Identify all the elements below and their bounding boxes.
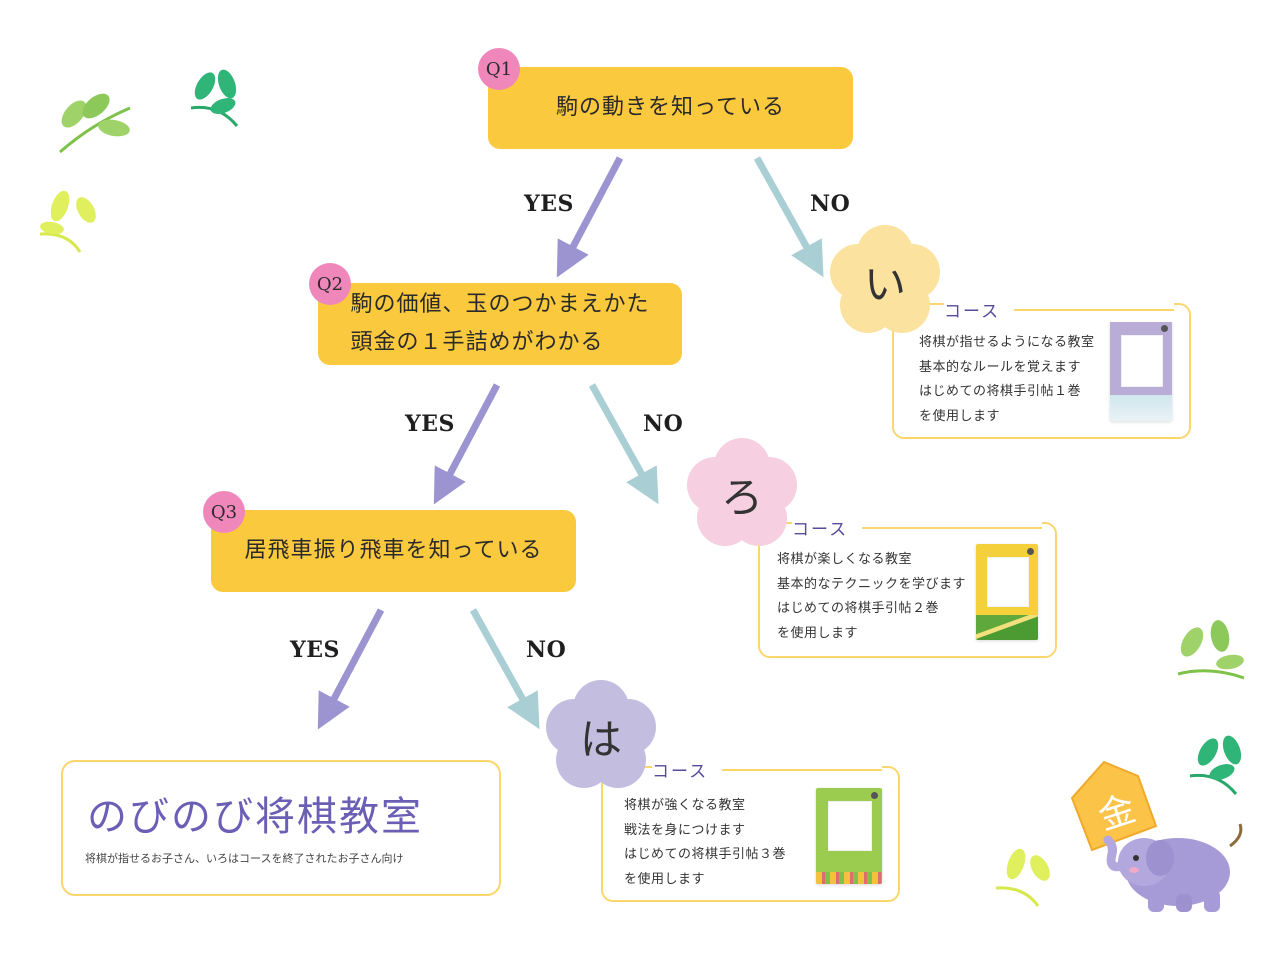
shogi-piece-icon: 金: [1064, 758, 1164, 858]
q3-no-arrow: [469, 608, 540, 730]
leaf-sprig-icon: [39, 190, 96, 253]
question-3-badge: Q3: [203, 491, 245, 533]
course-ha-title-line: [722, 768, 883, 771]
question-1-badge: Q1: [478, 48, 520, 90]
course-ha-flower: は: [541, 676, 661, 796]
course-i-card: 将棋が指せるようになる教室 基本的なルールを覚えます はじめての将棋手引帖１巻 …: [892, 303, 1191, 439]
course-i-line-3: はじめての将棋手引帖１巻: [919, 384, 1082, 399]
q1-yes-label: YES: [524, 191, 574, 217]
course-ro-line-2: 基本的なテクニックを学びます: [777, 576, 967, 592]
course-ro-line-4: を使用します: [777, 625, 859, 641]
q2-no-label: NO: [643, 411, 684, 437]
course-i-line-4: を使用します: [919, 408, 1001, 424]
course-ro-flower: ろ: [682, 434, 802, 554]
course-ro-title-line: [862, 526, 1043, 529]
course-ha-book: [816, 788, 882, 884]
course-i-title: コース: [944, 302, 1001, 322]
q3-yes-label: YES: [290, 637, 340, 663]
q1-no-label: NO: [810, 191, 851, 217]
question-1-box: 駒の動きを知っている: [488, 67, 853, 149]
q2-no-arrow: [588, 383, 659, 505]
course-ha-flower-petals: [546, 680, 656, 788]
course-ro-line-1: 将棋が楽しくなる教室: [777, 552, 913, 567]
q3-no-label: NO: [526, 637, 567, 663]
leaf-sprig-icon: [1189, 735, 1242, 795]
q3-yes-arrow: [317, 608, 385, 730]
question-1-text: 駒の動きを知っている: [556, 95, 785, 120]
course-i-book: [1110, 321, 1172, 421]
question-3-box: 居飛車振り飛車を知っている: [211, 510, 576, 592]
course-i-line-1: 将棋が指せるようになる教室: [919, 335, 1095, 350]
q2-yes-label: YES: [405, 411, 455, 437]
course-ha-kana: は: [579, 714, 622, 764]
course-i-kana: い: [863, 259, 906, 309]
question-2-line-1: 駒の価値、玉のつかまえかた: [350, 292, 650, 317]
course-i-flower-petals: [830, 225, 940, 333]
course-ha-line-2: 戦法を身につけます: [624, 822, 746, 838]
course-ro-flower-petals: [687, 438, 797, 546]
question-3-text: 居飛車振り飛車を知っている: [244, 538, 543, 563]
leaf-sprig-icon: [59, 93, 131, 154]
course-ha-line-4: を使用します: [624, 871, 706, 887]
q1-yes-arrow: [556, 156, 624, 278]
course-ro-card: 将棋が楽しくなる教室 基本的なテクニックを学びます はじめての将棋手引帖２巻 を…: [758, 522, 1057, 658]
course-ro-book: [976, 544, 1038, 640]
question-2-line-2: 頭金の１手詰めがわかる: [350, 330, 604, 355]
course-ro-line-3: はじめての将棋手引帖２巻: [777, 601, 940, 616]
leaf-sprig-icon: [190, 69, 239, 127]
nobinobi-class-card: のびのび将棋教室 将棋が指せるお子さん、いろはコースを終了されたお子さん向け: [61, 760, 501, 896]
course-i-flower: い: [825, 221, 945, 341]
elephant-icon: [1103, 823, 1243, 912]
nobinobi-title: のびのび将棋教室: [87, 794, 423, 840]
course-ha-card: 将棋が強くなる教室 戦法を身につけます はじめての将棋手引帖３巻 を使用します: [601, 766, 900, 902]
course-i-line-2: 基本的なルールを覚えます: [919, 359, 1082, 375]
question-2-box: 駒の価値、玉のつかまえかた 頭金の１手詰めがわかる: [318, 283, 682, 365]
course-ha-line-1: 将棋が強くなる教室: [624, 798, 746, 813]
course-ha-line-3: はじめての将棋手引帖３巻: [624, 847, 787, 862]
q1-no-arrow: [753, 156, 824, 278]
course-i-title-line: [1014, 308, 1175, 311]
course-ha-title: コース: [652, 762, 709, 782]
question-2-badge: Q2: [309, 263, 351, 305]
leaf-sprig-icon: [1177, 620, 1245, 680]
leaf-sprig-icon: [995, 848, 1050, 907]
nobinobi-subtitle: 将棋が指せるお子さん、いろはコースを終了されたお子さん向け: [85, 852, 404, 865]
course-ro-title: コース: [792, 520, 849, 540]
q2-yes-arrow: [433, 383, 501, 505]
course-ro-kana: ろ: [720, 472, 763, 522]
